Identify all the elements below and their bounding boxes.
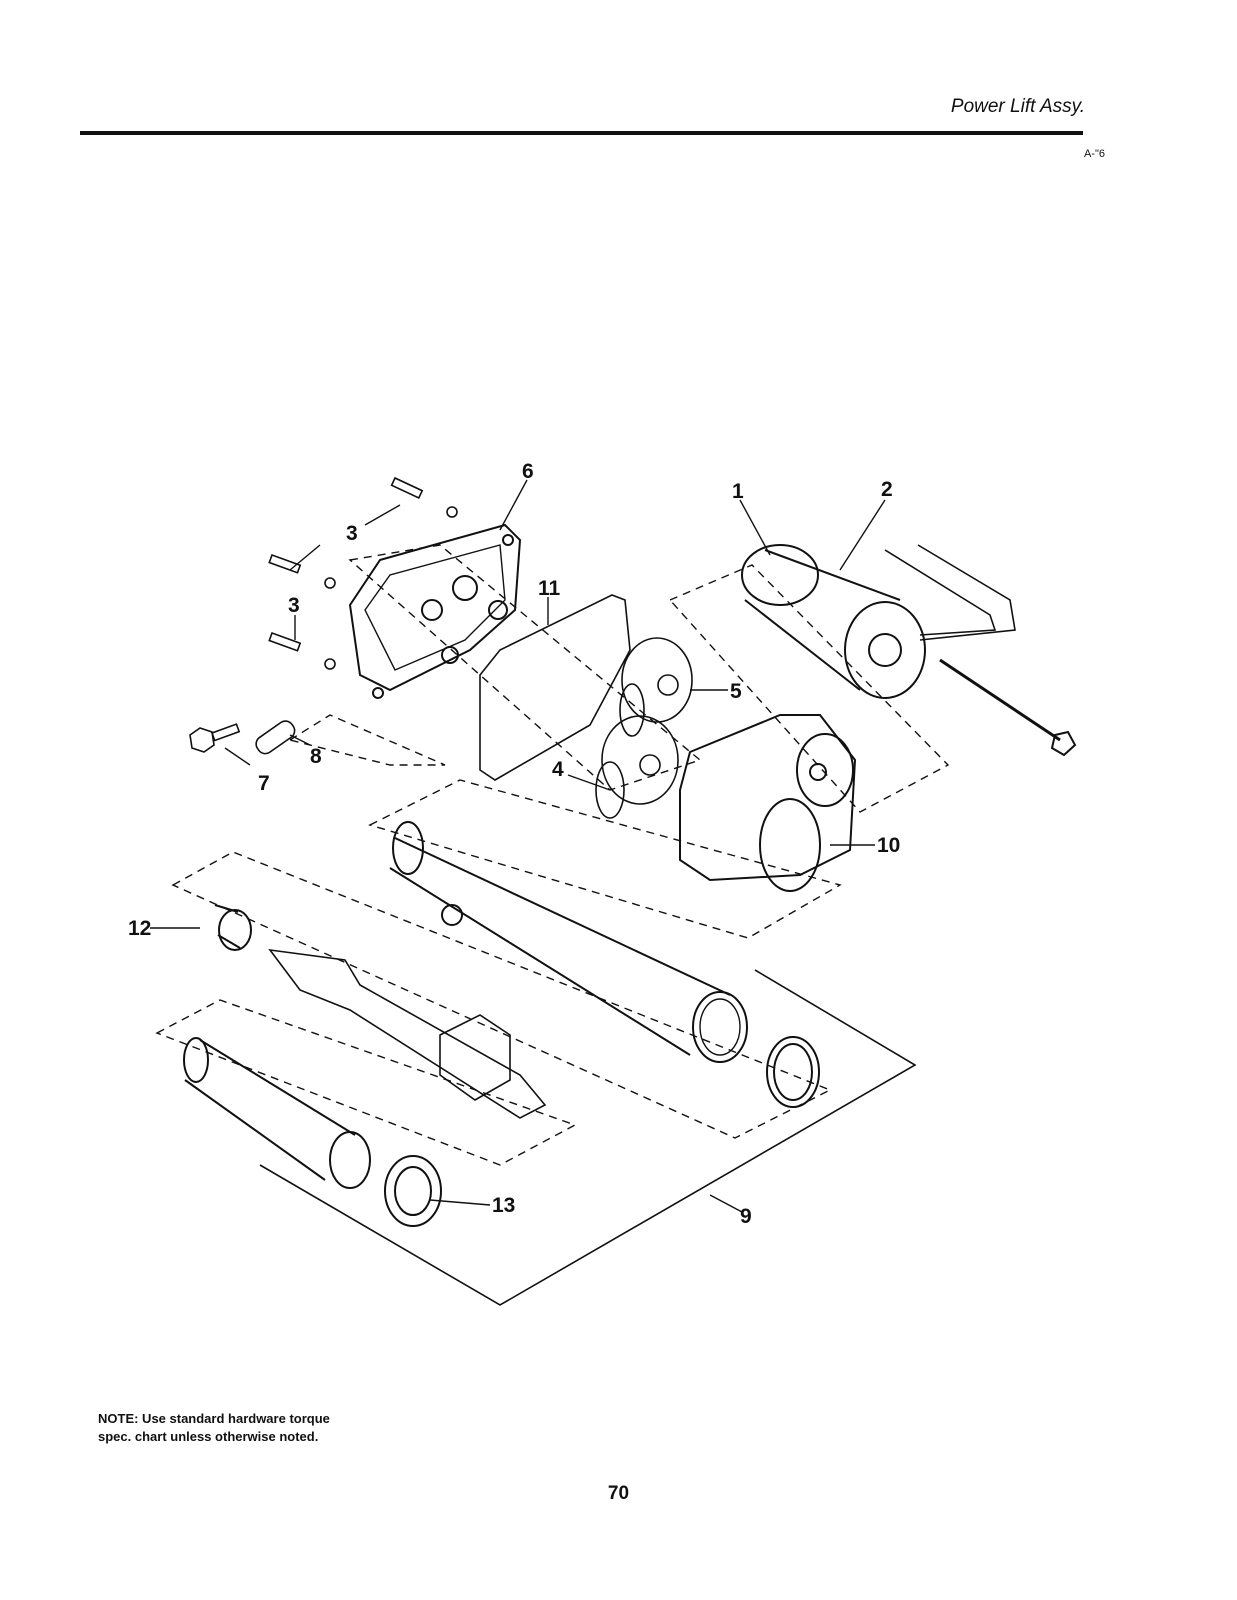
callout-5: 5 [730, 680, 742, 703]
page-title: Power Lift Assy. [950, 96, 1085, 117]
gear-cover-plate [348, 523, 522, 699]
callout-7: 7 [258, 772, 270, 795]
lead-screw [268, 948, 547, 1119]
callout-10: 10 [877, 834, 900, 857]
callout-13: 13 [492, 1194, 515, 1217]
outer-tube [389, 821, 748, 1063]
inner-tube [183, 1037, 371, 1189]
mount-bolt [189, 723, 241, 753]
page-number: 70 [607, 1483, 630, 1504]
reference-code: A-"6 [1083, 148, 1105, 160]
callout-leaders [150, 479, 886, 1213]
callout-6: 6 [522, 460, 534, 483]
tube-seal-ring [766, 1036, 820, 1108]
gearbox-housing [679, 714, 857, 892]
cover-gasket [479, 594, 631, 781]
assembly-bracket-9 [259, 969, 917, 1306]
callout-4: 4 [552, 758, 564, 781]
assembly-outline-gearbox [288, 544, 842, 939]
callout-8: 8 [310, 745, 322, 768]
tube-bushing [214, 904, 252, 951]
mount-bushing [255, 720, 296, 755]
callout-2: 2 [881, 478, 893, 501]
callout-3a: 3 [346, 522, 358, 545]
callout-3b: 3 [288, 594, 300, 617]
cover-screws [268, 476, 458, 670]
header-rule [80, 131, 1083, 135]
assembly-outline-tube [171, 851, 832, 1139]
callout-9: 9 [740, 1205, 752, 1228]
hardware-note: NOTE: Use standard hardware torque spec.… [98, 1411, 330, 1444]
callout-12: 12 [128, 917, 151, 940]
motor-assembly [741, 544, 1077, 757]
assembly-outline-screw [155, 999, 577, 1166]
callout-1: 1 [732, 480, 744, 503]
callout-11: 11 [538, 577, 561, 600]
tube-nut [384, 1155, 442, 1227]
drive-gears [595, 637, 693, 819]
assembly-outline-motor [668, 564, 950, 813]
